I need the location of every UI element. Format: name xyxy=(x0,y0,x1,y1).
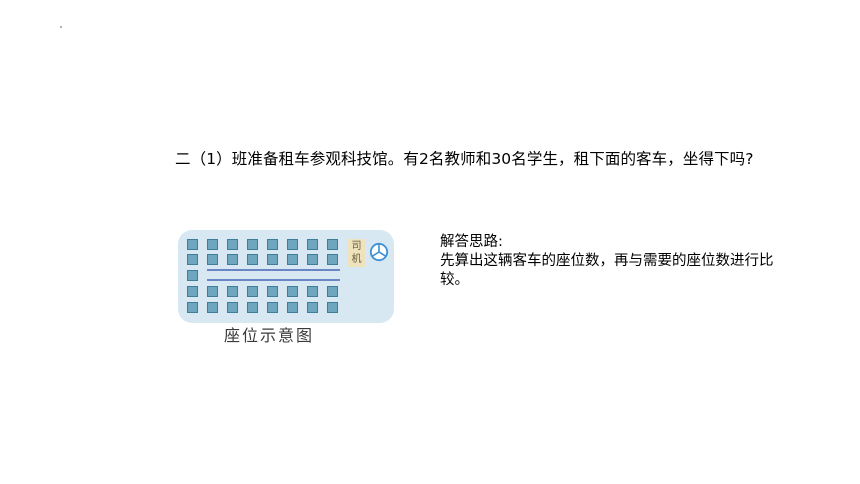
seat xyxy=(267,286,278,297)
seat xyxy=(227,286,238,297)
bus-seat-diagram: 司机 xyxy=(178,230,394,323)
hint-title: 解答思路: xyxy=(440,234,503,250)
driver-label: 司机 xyxy=(348,239,365,267)
seat xyxy=(247,286,258,297)
corner-dot xyxy=(60,26,62,28)
seat xyxy=(207,254,218,265)
seat xyxy=(267,302,278,313)
seat xyxy=(207,286,218,297)
seat xyxy=(287,254,298,265)
seat xyxy=(247,239,258,250)
seat xyxy=(307,239,318,250)
seat xyxy=(187,286,198,297)
seat xyxy=(327,239,338,250)
seat xyxy=(227,302,238,313)
seat xyxy=(287,286,298,297)
seat xyxy=(307,254,318,265)
seat xyxy=(267,239,278,250)
seat xyxy=(227,254,238,265)
aisle-line-bottom xyxy=(207,279,340,281)
seat xyxy=(267,254,278,265)
seat xyxy=(307,302,318,313)
seat xyxy=(327,286,338,297)
seat xyxy=(287,239,298,250)
seat xyxy=(207,239,218,250)
seat xyxy=(227,239,238,250)
hint-body: 先算出这辆客车的座位数，再与需要的座位数进行比较。 xyxy=(440,253,774,288)
seat xyxy=(327,254,338,265)
seat xyxy=(327,302,338,313)
seat xyxy=(247,254,258,265)
driver-label-text: 司机 xyxy=(351,241,362,265)
solution-hint: 解答思路: 先算出这辆客车的座位数，再与需要的座位数进行比较。 xyxy=(440,233,785,290)
seat xyxy=(187,302,198,313)
seat xyxy=(247,302,258,313)
aisle-line-top xyxy=(207,269,340,271)
seat xyxy=(307,286,318,297)
seat xyxy=(187,270,198,281)
steering-wheel-icon xyxy=(369,242,389,262)
seat xyxy=(187,254,198,265)
diagram-caption: 座位示意图 xyxy=(224,326,315,345)
seat xyxy=(187,239,198,250)
question-text: 二（1）班准备租车参观科技馆。有2名教师和30名学生，租下面的客车，坐得下吗? xyxy=(175,150,754,168)
seat xyxy=(287,302,298,313)
seat xyxy=(207,302,218,313)
